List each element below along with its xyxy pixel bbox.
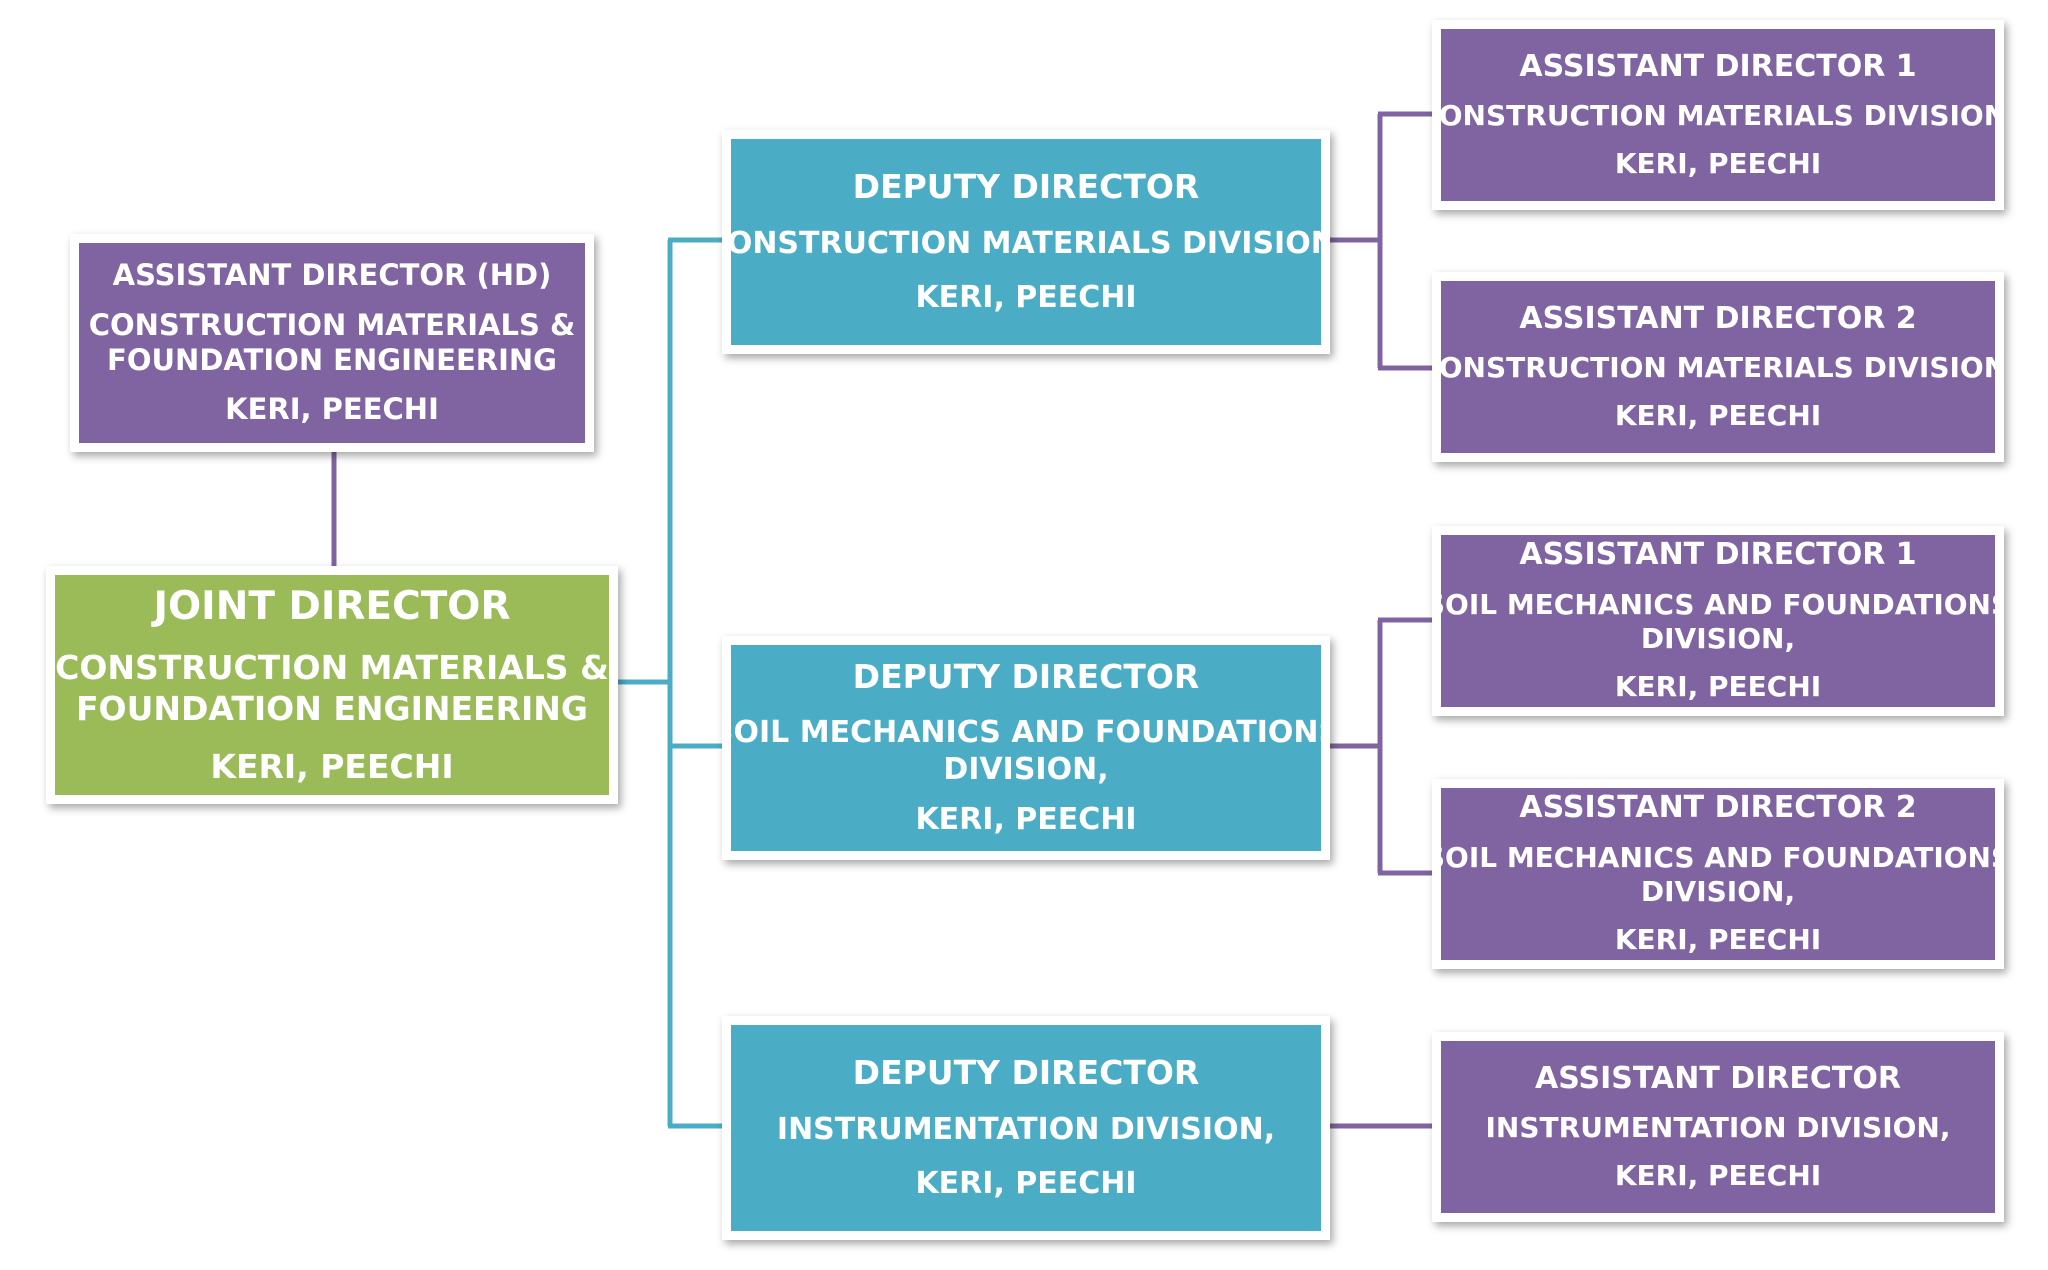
deputy-director-3-location: KERI, PEECHI [915,1166,1137,1202]
assistant-director-smf1-division-line2: DIVISION, [1640,622,1796,656]
assistant-director-smf1-location: KERI, PEECHI [1614,670,1822,704]
assistant-director-1-construction-materials-box: ASSISTANT DIRECTOR 1 CONSTRUCTION MATERI… [1432,20,2004,210]
connector-joint-director-to-deputies [616,237,724,1129]
connector-deputy-cm-to-assistants [1326,111,1434,371]
assistant-director-hd-title: ASSISTANT DIRECTOR (HD) [112,258,552,293]
assistant-director-smf2-division-line1: SOIL MECHANICS AND FOUNDATIONS [1432,841,2004,875]
assistant-director-instrumentation-box: ASSISTANT DIRECTOR INSTRUMENTATION DIVIS… [1432,1032,2004,1222]
assistant-director-cm2-title: ASSISTANT DIRECTOR 2 [1519,300,1917,336]
assistant-director-cm1-division: CONSTRUCTION MATERIALS DIVISION, [1432,99,2004,133]
deputy-director-3-division: INSTRUMENTATION DIVISION, [776,1111,1276,1147]
deputy-director-soil-mechanics-box: DEPUTY DIRECTOR SOIL MECHANICS AND FOUND… [722,636,1330,860]
assistant-director-smf1-title: ASSISTANT DIRECTOR 1 [1519,537,1917,573]
deputy-director-1-division: CONSTRUCTION MATERIALS DIVISION, [722,225,1330,261]
assistant-director-cm1-title: ASSISTANT DIRECTOR 1 [1519,48,1917,84]
deputy-director-1-title: DEPUTY DIRECTOR [852,167,1200,207]
assistant-director-cm1-location: KERI, PEECHI [1614,147,1822,181]
assistant-director-smf1-division-line1: SOIL MECHANICS AND FOUNDATIONS [1432,588,2004,622]
deputy-director-instrumentation-box: DEPUTY DIRECTOR INSTRUMENTATION DIVISION… [722,1016,1330,1240]
assistant-director-smf2-division-line2: DIVISION, [1640,875,1796,909]
assistant-director-smf2-title: ASSISTANT DIRECTOR 2 [1519,790,1917,826]
joint-director-line1: CONSTRUCTION MATERIALS & [55,648,609,688]
deputy-director-3-title: DEPUTY DIRECTOR [852,1053,1200,1093]
deputy-director-2-division-line1: SOIL MECHANICS AND FOUNDATIONS [722,715,1330,751]
assistant-director-hd-box: ASSISTANT DIRECTOR (HD) CONSTRUCTION MAT… [70,234,594,452]
assistant-director-cm2-location: KERI, PEECHI [1614,399,1822,433]
assistant-director-inst-title: ASSISTANT DIRECTOR [1535,1060,1901,1096]
connector-deputy-smf-to-assistants [1326,617,1434,876]
assistant-director-hd-line1: CONSTRUCTION MATERIALS & [88,307,576,342]
assistant-director-2-construction-materials-box: ASSISTANT DIRECTOR 2 CONSTRUCTION MATERI… [1432,272,2004,462]
assistant-director-2-soil-mechanics-box: ASSISTANT DIRECTOR 2 SOIL MECHANICS AND … [1432,779,2004,969]
deputy-director-construction-materials-box: DEPUTY DIRECTOR CONSTRUCTION MATERIALS D… [722,130,1330,354]
joint-director-location: KERI, PEECHI [210,746,454,786]
assistant-director-1-soil-mechanics-box: ASSISTANT DIRECTOR 1 SOIL MECHANICS AND … [1432,526,2004,716]
joint-director-line2: FOUNDATION ENGINEERING [76,688,588,728]
joint-director-box: JOINT DIRECTOR CONSTRUCTION MATERIALS & … [46,566,618,804]
deputy-director-1-location: KERI, PEECHI [915,280,1137,316]
assistant-director-hd-line2: FOUNDATION ENGINEERING [107,343,557,377]
deputy-director-2-title: DEPUTY DIRECTOR [852,656,1200,696]
assistant-director-smf2-location: KERI, PEECHI [1614,923,1822,957]
assistant-director-inst-division: INSTRUMENTATION DIVISION, [1485,1111,1951,1145]
assistant-director-cm2-division: CONSTRUCTION MATERIALS DIVISION, [1432,351,2004,385]
assistant-director-hd-location: KERI, PEECHI [225,392,439,427]
assistant-director-inst-location: KERI, PEECHI [1614,1159,1822,1193]
deputy-director-2-location: KERI, PEECHI [915,802,1137,838]
deputy-director-2-division-line2: DIVISION, [943,751,1109,787]
joint-director-title: JOINT DIRECTOR [153,583,511,629]
